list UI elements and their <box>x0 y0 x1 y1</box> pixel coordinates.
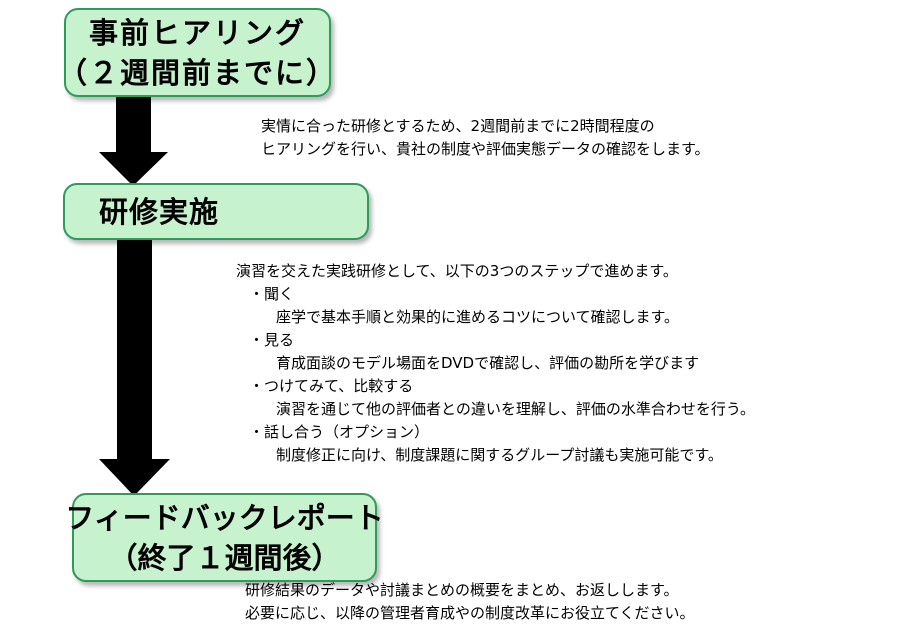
description-line: 実情に合った研修とするため、2週間前までに2時間程度の <box>261 117 655 135</box>
arrow-1 <box>99 96 168 186</box>
flow-step-box: 研修実施 <box>63 183 369 240</box>
training-steps-list: ・聞く 座学で基本手順と効果的に進めるコツについて確認します。 ・見る 育成面談… <box>236 283 755 467</box>
training-step-title: ・話し合う（オプション） <box>249 423 430 441</box>
arrow-head <box>99 459 170 496</box>
flow-step-subtitle: （２週間前までに） <box>58 55 338 90</box>
training-step-body: 制度修正に向け、制度課題に関するグループ討議も実施可能です。 <box>276 446 723 464</box>
arrow-head <box>99 152 168 186</box>
training-step-body: 演習を通じて他の評価者との違いを理解し、評価の水準合わせを行う。 <box>276 400 755 418</box>
arrow-2 <box>99 239 170 496</box>
training-step: ・つけてみて、比較する 演習を通じて他の評価者との違いを理解し、評価の水準合わせ… <box>236 375 755 421</box>
flow-step-description: 研修結果のデータや討議まとめの概要をまとめ、お返しします。 必要に応じ、以降の管… <box>245 579 695 625</box>
flow-step-description: 実情に合った研修とするため、2週間前までに2時間程度の ヒアリングを行い、貴社の… <box>261 115 710 161</box>
flow-step-title: フィードバックレポート <box>65 500 384 535</box>
training-step-body: 座学で基本手順と効果的に進めるコツについて確認します。 <box>276 308 680 326</box>
flow-step-title: 研修実施 <box>99 194 220 229</box>
training-step-title: ・つけてみて、比較する <box>249 377 414 395</box>
description-line: 研修結果のデータや討議まとめの概要をまとめ、お返しします。 <box>245 581 679 599</box>
description-intro: 演習を交えた実践研修として、以下の3つのステップで進めます。 <box>236 262 678 280</box>
training-step: ・聞く 座学で基本手順と効果的に進めるコツについて確認します。 <box>236 283 755 329</box>
flow-step-subtitle: （終了１週間後） <box>108 540 341 575</box>
arrow-shaft <box>117 239 152 461</box>
training-step-title: ・聞く <box>249 285 295 303</box>
training-step: ・話し合う（オプション） 制度修正に向け、制度課題に関するグループ討議も実施可能… <box>236 421 755 467</box>
description-line: 必要に応じ、以降の管理者育成やの制度改革にお役立てください。 <box>245 604 695 622</box>
arrow-shaft <box>116 96 151 154</box>
training-step-title: ・見る <box>249 331 295 349</box>
flow-step-box: 事前ヒアリング （２週間前までに） <box>58 8 335 97</box>
flow-step-title: 事前ヒアリング <box>88 15 306 50</box>
flow-step-description: 演習を交えた実践研修として、以下の3つのステップで進めます。 ・聞く 座学で基本… <box>236 260 755 467</box>
training-step-body: 育成面談のモデル場面をDVDで確認し、評価の勘所を学びます <box>276 354 700 372</box>
description-line: ヒアリングを行い、貴社の制度や評価実態データの確認をします。 <box>261 140 710 158</box>
training-step: ・見る 育成面談のモデル場面をDVDで確認し、評価の勘所を学びます <box>236 329 755 375</box>
flow-step-box: フィードバックレポート （終了１週間後） <box>65 493 384 582</box>
